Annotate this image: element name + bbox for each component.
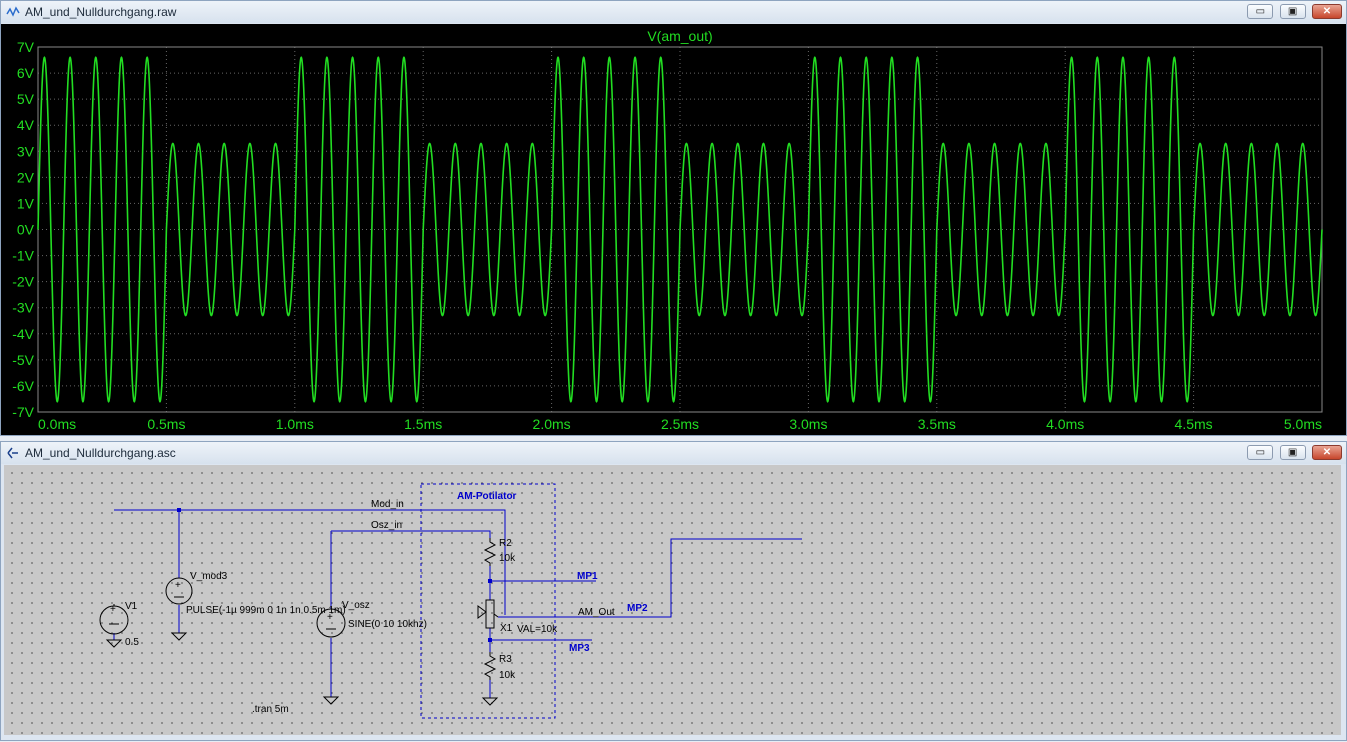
y-tick-label: 4V <box>17 117 35 133</box>
x1-potentiometer-symbol[interactable] <box>477 599 499 629</box>
y-tick-label: 5V <box>17 91 35 107</box>
y-tick-label: 7V <box>17 39 35 55</box>
x-tick-label: 0.0ms <box>38 416 76 432</box>
schematic-canvas[interactable]: + + + <box>4 465 1341 735</box>
restore-icon: ▣ <box>1287 6 1298 17</box>
waveform-restore-button[interactable]: ▣ <box>1279 4 1306 19</box>
y-axis-ticks: 7V 6V 5V 4V 3V 2V 1V 0V -1V -2V -3V -4V -5V -6V -7V <box>12 39 34 420</box>
v1-value[interactable]: 0.5 <box>125 637 139 648</box>
v-mod3-value[interactable]: PULSE(-1µ 999m 0 1n 1n 0.5m 1m) <box>186 605 346 616</box>
x1-name[interactable]: X1 <box>500 623 513 634</box>
y-tick-label: -2V <box>12 274 34 290</box>
schematic-minimize-button[interactable]: ▭ <box>1247 445 1274 460</box>
r2-symbol[interactable] <box>483 538 497 566</box>
y-tick-label: -6V <box>12 378 34 394</box>
schematic-restore-button[interactable]: ▣ <box>1279 445 1306 460</box>
wires[interactable] <box>113 509 802 698</box>
waveform-plot-area[interactable]: 7V 6V 5V 4V 3V 2V 1V 0V -1V -2V -3V -4V -5V -6V -7V 0.… <box>1 24 1346 435</box>
plot-title[interactable]: V(am_out) <box>647 28 712 44</box>
waveform-window-icon <box>6 6 20 17</box>
waveform-close-button[interactable]: ✕ <box>1312 4 1342 19</box>
x-tick-label: 4.5ms <box>1175 416 1213 432</box>
x-tick-label: 5.0ms <box>1284 416 1322 432</box>
y-tick-label: -4V <box>12 326 34 342</box>
net-label-mp3[interactable]: MP3 <box>569 643 590 654</box>
y-tick-label: 1V <box>17 195 35 211</box>
svg-text:+: + <box>175 580 181 591</box>
r3-value[interactable]: 10k <box>499 670 516 681</box>
minimize-icon: ▭ <box>1255 6 1266 17</box>
close-icon: ✕ <box>1322 6 1332 17</box>
x-tick-label: 2.0ms <box>533 416 571 432</box>
restore-icon: ▣ <box>1287 447 1298 458</box>
v-osz-name[interactable]: V_osz <box>342 600 370 611</box>
svg-text:+: + <box>327 612 333 623</box>
x-tick-label: 4.0ms <box>1046 416 1084 432</box>
net-label-mp1[interactable]: MP1 <box>577 571 598 582</box>
schematic-window-icon <box>7 447 18 459</box>
waveform-plot[interactable]: 7V 6V 5V 4V 3V 2V 1V 0V -1V -2V -3V -4V -5V -6V -7V 0.… <box>1 24 1346 435</box>
schematic-close-button[interactable]: ✕ <box>1312 445 1342 460</box>
waveform-window: AM_und_Nulldurchgang.raw ▭ ▣ ✕ 7V 6V 5V 4V 3… <box>0 0 1347 436</box>
x-tick-label: 0.5ms <box>147 416 185 432</box>
minimize-icon: ▭ <box>1255 447 1266 458</box>
x-tick-label: 1.0ms <box>276 416 314 432</box>
close-icon: ✕ <box>1322 447 1332 458</box>
y-tick-label: -1V <box>12 248 34 264</box>
net-label-mp2[interactable]: MP2 <box>627 603 648 614</box>
x-axis-ticks: 0.0ms 0.5ms 1.0ms 1.5ms 2.0ms 2.5ms 3.0ms 3.5ms… <box>38 416 1322 432</box>
waveform-titlebar[interactable]: AM_und_Nulldurchgang.raw ▭ ▣ ✕ <box>1 1 1346 23</box>
r2-name[interactable]: R2 <box>499 538 512 549</box>
net-label-mod-in[interactable]: Mod_in <box>371 499 404 510</box>
net-label-osz-in[interactable]: Osz_in <box>371 520 402 531</box>
x-tick-label: 3.0ms <box>789 416 827 432</box>
v1-symbol[interactable]: + <box>99 604 129 648</box>
v1-name[interactable]: V1 <box>125 601 138 612</box>
y-tick-label: 3V <box>17 143 35 159</box>
am-potilator-label[interactable]: AM-Potilator <box>457 491 517 502</box>
trace-v-am-out[interactable] <box>37 56 1323 403</box>
r3-name[interactable]: R3 <box>499 654 512 665</box>
y-tick-label: -5V <box>12 352 34 368</box>
v-mod3-symbol[interactable]: + <box>165 577 193 641</box>
y-tick-label: -7V <box>12 404 34 420</box>
schematic-titlebar[interactable]: AM_und_Nulldurchgang.asc ▭ ▣ ✕ <box>1 442 1346 464</box>
v-osz-symbol[interactable]: + <box>316 608 346 705</box>
waveform-window-title: AM_und_Nulldurchgang.raw <box>25 5 177 19</box>
waveform-minimize-button[interactable]: ▭ <box>1247 4 1274 19</box>
x-tick-label: 2.5ms <box>661 416 699 432</box>
y-tick-label: -3V <box>12 300 34 316</box>
v-mod3-name[interactable]: V_mod3 <box>190 571 228 582</box>
svg-text:+: + <box>110 604 116 615</box>
v-osz-value[interactable]: SINE(0 10 10khz) <box>348 619 427 630</box>
y-tick-label: 2V <box>17 169 35 185</box>
y-tick-label: 6V <box>17 65 35 81</box>
x1-value[interactable]: VAL=10k <box>517 624 558 635</box>
r2-value[interactable]: 10k <box>499 553 516 564</box>
schematic-window-title: AM_und_Nulldurchgang.asc <box>25 446 176 460</box>
net-label-am-out[interactable]: AM_Out <box>578 607 615 618</box>
y-tick-label: 0V <box>17 222 35 238</box>
am-potilator-box[interactable] <box>420 483 556 719</box>
junction-dots <box>177 508 492 642</box>
x-tick-label: 1.5ms <box>404 416 442 432</box>
schematic-drawing[interactable]: + + + <box>4 465 1341 735</box>
r3-symbol[interactable] <box>481 652 499 706</box>
tran-directive[interactable]: .tran 5m <box>252 704 289 715</box>
x-tick-label: 3.5ms <box>918 416 956 432</box>
